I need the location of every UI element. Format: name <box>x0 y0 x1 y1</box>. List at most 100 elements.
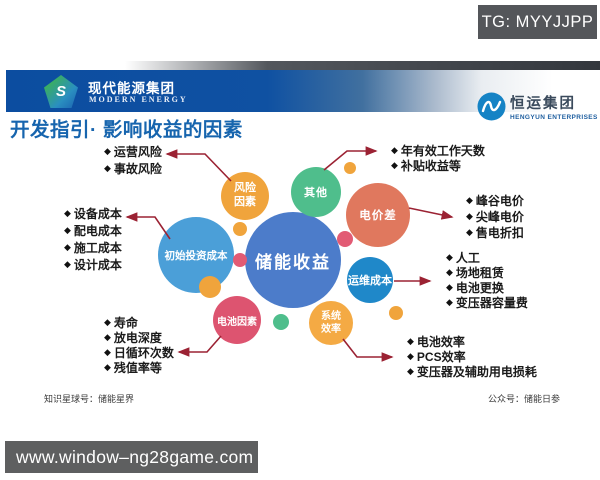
factor-item-label: 设计成本 <box>73 258 122 272</box>
factor-item: ◆电池效率 <box>407 334 537 349</box>
factor-item: ◆设备成本 <box>64 205 122 222</box>
bubble-label: 电价差 <box>359 210 397 222</box>
footer-note-left: 知识星球号：储能星界 <box>44 394 135 404</box>
factor-item: ◆变压器及辅助用电损耗 <box>407 364 537 379</box>
decor-circle <box>233 253 247 267</box>
partner-name-cn: 恒运集团 <box>510 96 576 112</box>
factor-item: ◆峰谷电价 <box>466 192 524 208</box>
factor-item: ◆寿命 <box>104 315 174 330</box>
diamond-bullet-icon: ◆ <box>407 366 414 376</box>
decor-circle <box>337 231 353 247</box>
diamond-bullet-icon: ◆ <box>64 208 71 218</box>
decor-circle <box>233 222 247 236</box>
factor-item-label: 售电折扣 <box>475 225 524 240</box>
decor-circle <box>344 162 356 174</box>
factor-item: ◆事故风险 <box>104 160 162 177</box>
factor-item: ◆日循环次数 <box>104 345 174 360</box>
factor-list-system-efficiency: ◆电池效率◆PCS效率◆变压器及辅助用电损耗 <box>407 334 537 379</box>
tg-watermark-badge: TG: MYYJJPP <box>478 5 597 39</box>
factor-item: ◆配电成本 <box>64 222 122 239</box>
diamond-bullet-icon: ◆ <box>104 347 111 357</box>
hengyun-wave-icon <box>477 92 506 121</box>
diamond-bullet-icon: ◆ <box>446 282 453 292</box>
factor-item: ◆运营风险 <box>104 143 162 160</box>
factor-item-label: 施工成本 <box>73 241 122 255</box>
factor-item: ◆残值率等 <box>104 360 174 375</box>
diamond-bullet-icon: ◆ <box>391 160 398 170</box>
factor-item-label: 寿命 <box>113 316 138 330</box>
diamond-bullet-icon: ◆ <box>104 146 111 156</box>
factor-item-label: 日循环次数 <box>113 346 174 360</box>
bubble-om-cost: 运维成本 <box>347 257 393 303</box>
factor-item-label: 补贴收益等 <box>400 159 461 173</box>
factor-item-label: 变压器及辅助用电损耗 <box>416 365 537 379</box>
bubble-price-spread: 电价差 <box>346 183 410 247</box>
factor-item: ◆年有效工作天数 <box>391 143 485 158</box>
decor-circle <box>389 306 403 320</box>
factor-list-price-spread: ◆峰谷电价◆尖峰电价◆售电折扣 <box>466 192 524 240</box>
diamond-bullet-icon: ◆ <box>407 351 414 361</box>
partner-name-en: HENGYUN ENTERPRISES <box>510 114 598 121</box>
diamond-bullet-icon: ◆ <box>104 332 111 342</box>
factor-list-om-cost: ◆人工◆场地租赁◆电池更换◆变压器容量费 <box>446 250 528 310</box>
decor-circle <box>199 276 221 298</box>
bubble-battery-factors: 电池因素 <box>213 296 261 344</box>
bubble-storage-revenue: 储能收益 <box>245 212 341 308</box>
bubble-label: 电池因素 <box>217 316 257 328</box>
diamond-bullet-icon: ◆ <box>466 210 473 221</box>
factor-list-initial-investment: ◆设备成本◆配电成本◆施工成本◆设计成本 <box>64 205 122 273</box>
factor-item: ◆场地租赁 <box>446 265 528 280</box>
bubble-other: 其他 <box>291 167 341 217</box>
diamond-bullet-icon: ◆ <box>64 225 71 235</box>
decor-circle <box>273 314 289 330</box>
diamond-bullet-icon: ◆ <box>446 252 453 262</box>
factor-item-label: 变压器容量费 <box>455 296 528 310</box>
diamond-bullet-icon: ◆ <box>104 317 111 327</box>
diamond-bullet-icon: ◆ <box>64 242 71 252</box>
bubble-label: 其他 <box>304 187 328 199</box>
diamond-bullet-icon: ◆ <box>64 259 71 269</box>
factor-item-label: 年有效工作天数 <box>400 144 485 158</box>
bubble-initial-investment: 初始投资成本 <box>158 217 234 293</box>
factor-item: ◆售电折扣 <box>466 224 524 240</box>
factor-item-label: 放电深度 <box>113 331 162 345</box>
diamond-bullet-icon: ◆ <box>104 163 111 173</box>
factor-item-label: 残值率等 <box>113 361 162 375</box>
factor-item: ◆补贴收益等 <box>391 158 485 173</box>
diamond-bullet-icon: ◆ <box>391 145 398 155</box>
factor-item-label: 设备成本 <box>73 207 122 221</box>
bubble-label: 运维成本 <box>348 275 392 287</box>
diamond-bullet-icon: ◆ <box>466 226 473 237</box>
factor-item: ◆设计成本 <box>64 256 122 273</box>
footer-note-right: 公众号：储能日参 <box>488 394 561 404</box>
factor-item-label: PCS效率 <box>416 350 466 364</box>
factor-item-label: 峰谷电价 <box>475 193 524 208</box>
bubble-label: 储能收益 <box>255 252 331 272</box>
diamond-bullet-icon: ◆ <box>466 194 473 205</box>
factor-list-other: ◆年有效工作天数◆补贴收益等 <box>391 143 485 173</box>
diamond-bullet-icon: ◆ <box>446 267 453 277</box>
logo-letter: S <box>55 83 66 100</box>
diamond-bullet-icon: ◆ <box>104 362 111 372</box>
factor-item-label: 场地租赁 <box>455 266 504 280</box>
factor-item: ◆PCS效率 <box>407 349 537 364</box>
factor-item: ◆尖峰电价 <box>466 208 524 224</box>
factor-item-label: 尖峰电价 <box>475 209 524 224</box>
diamond-bullet-icon: ◆ <box>446 297 453 307</box>
factor-item: ◆人工 <box>446 250 528 265</box>
factor-item-label: 电池效率 <box>416 335 465 349</box>
url-watermark-bar: www.window–ng28game.com <box>5 441 258 473</box>
bubble-label: 风险因素 <box>234 182 256 208</box>
company-name-en: MODERN ENERGY <box>89 95 188 104</box>
factor-item-label: 配电成本 <box>73 224 122 238</box>
partner-logo-block: 恒运集团 HENGYUN ENTERPRISES <box>477 92 598 121</box>
bubble-label: 系统效率 <box>321 311 341 335</box>
factor-list-risk: ◆运营风险◆事故风险 <box>104 143 162 177</box>
factor-item: ◆电池更换 <box>446 280 528 295</box>
bubble-system-efficiency: 系统效率 <box>309 301 353 345</box>
factor-item-label: 电池更换 <box>455 281 504 295</box>
factor-item: ◆放电深度 <box>104 330 174 345</box>
factor-item: ◆变压器容量费 <box>446 295 528 310</box>
factor-list-battery: ◆寿命◆放电深度◆日循环次数◆残值率等 <box>104 315 174 375</box>
